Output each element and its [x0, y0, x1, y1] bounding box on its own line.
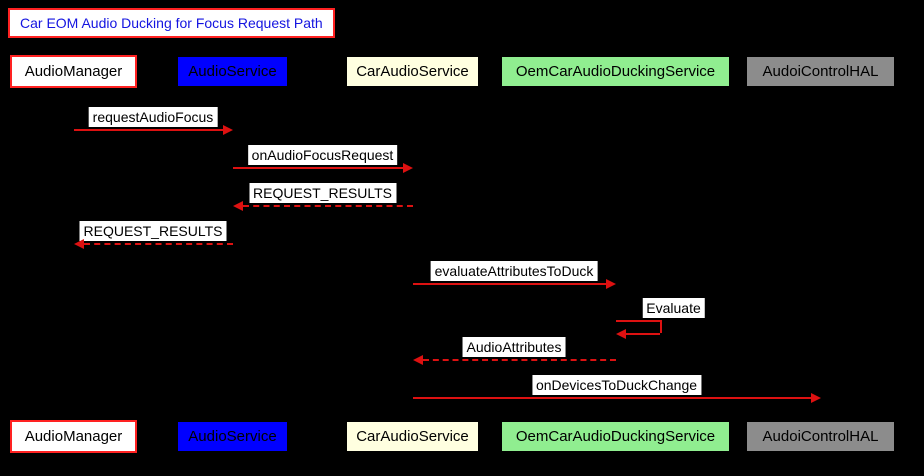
participant-box-bottom-oemcaraudioduckingservice: OemCarAudioDuckingService — [500, 420, 731, 453]
arrowhead-right — [402, 163, 413, 173]
message-label-text: evaluateAttributesToDuck — [434, 263, 594, 279]
message-label: REQUEST_RESULTS — [249, 183, 396, 203]
message-arrow-line — [422, 359, 616, 361]
message-label-text: AudioAttributes — [466, 339, 562, 355]
message-label-text: onAudioFocusRequest — [251, 147, 394, 163]
participant-label: OemCarAudioDuckingService — [515, 428, 716, 445]
message-label-text: REQUEST_RESULTS — [253, 185, 392, 201]
message-arrow-line — [83, 243, 233, 245]
message-label: requestAudioFocus — [88, 107, 218, 127]
participant-box-bottom-audoicontrolhal: AudoiControlHAL — [745, 420, 896, 453]
arrowhead-left — [232, 201, 243, 211]
self-message-line — [625, 333, 660, 335]
message-label: Evaluate — [642, 298, 705, 318]
participant-box-top-oemcaraudioduckingservice: OemCarAudioDuckingService — [500, 55, 731, 88]
participant-box-bottom-audioservice: AudioService — [176, 420, 289, 453]
arrowhead-left — [412, 355, 423, 365]
message-arrow-line — [412, 397, 811, 399]
self-message-line — [615, 320, 660, 322]
participant-box-top-audiomanager: AudioManager — [10, 55, 137, 88]
participant-label: OemCarAudioDuckingService — [515, 63, 716, 80]
message-label: onDevicesToDuckChange — [531, 375, 702, 395]
message-arrow-line — [232, 167, 403, 169]
participant-box-bottom-audiomanager: AudioManager — [10, 420, 137, 453]
participant-box-bottom-caraudioservice: CarAudioService — [345, 420, 480, 453]
message-label-text: Evaluate — [646, 300, 701, 316]
message-label: AudioAttributes — [462, 337, 566, 357]
self-message-line — [659, 320, 662, 333]
participant-label: AudioService — [188, 428, 277, 445]
participant-label: AudioService — [188, 63, 277, 80]
participant-label: AudioManager — [24, 428, 123, 445]
message-arrow-line — [73, 129, 223, 131]
participant-label: AudoiControlHAL — [762, 428, 879, 445]
participant-label: AudioManager — [24, 63, 123, 80]
arrowhead-left — [73, 239, 84, 249]
participant-label: CarAudioService — [356, 63, 469, 80]
message-arrow-line — [242, 205, 413, 207]
message-label-text: requestAudioFocus — [92, 109, 214, 125]
participant-box-top-caraudioservice: CarAudioService — [345, 55, 480, 88]
arrowhead-right — [222, 125, 233, 135]
message-label-text: REQUEST_RESULTS — [83, 223, 223, 239]
diagram-title-text: Car EOM Audio Ducking for Focus Request … — [20, 15, 323, 31]
participant-box-top-audoicontrolhal: AudoiControlHAL — [745, 55, 896, 88]
message-label: onAudioFocusRequest — [247, 145, 398, 165]
participant-box-top-audioservice: AudioService — [176, 55, 289, 88]
arrowhead-left — [615, 329, 626, 339]
arrowhead-right — [605, 279, 616, 289]
message-label: evaluateAttributesToDuck — [430, 261, 598, 281]
message-arrow-line — [412, 283, 606, 285]
participant-label: CarAudioService — [356, 428, 469, 445]
participant-label: AudoiControlHAL — [762, 63, 879, 80]
arrowhead-right — [810, 393, 821, 403]
diagram-title: Car EOM Audio Ducking for Focus Request … — [8, 8, 335, 38]
message-label-text: onDevicesToDuckChange — [535, 377, 698, 393]
message-label: REQUEST_RESULTS — [79, 221, 227, 241]
